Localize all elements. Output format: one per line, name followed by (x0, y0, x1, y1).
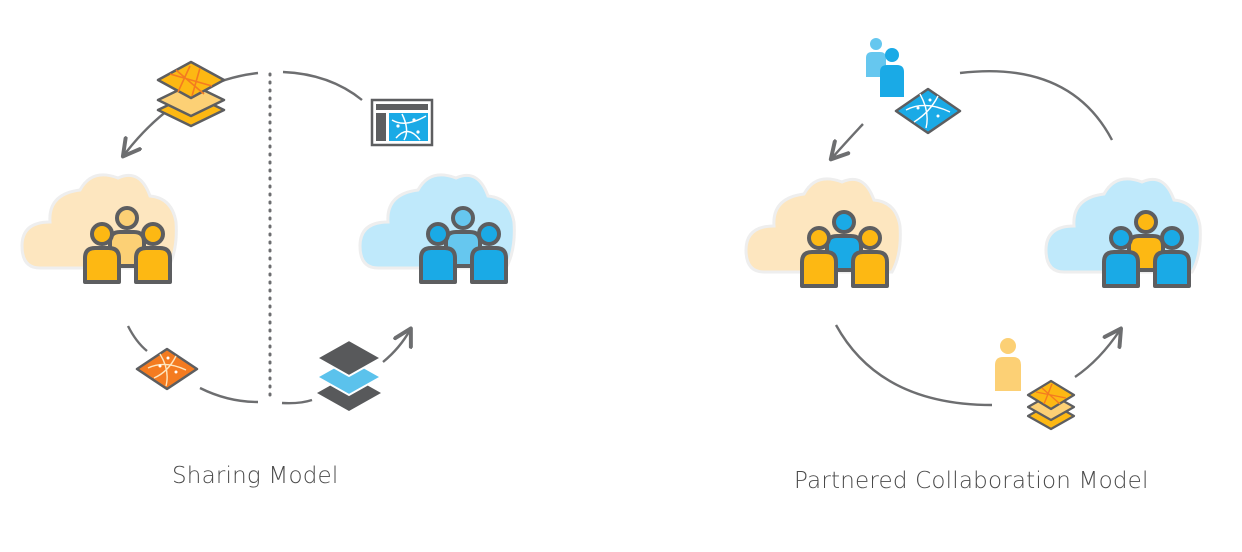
map-tile-icon (894, 87, 962, 135)
person-icon (995, 338, 1021, 391)
sharing-model-caption: Sharing Model (172, 463, 339, 489)
layer-stack-icon (314, 338, 384, 411)
sharing-model-diagram (20, 60, 516, 411)
arc-top-right (282, 70, 363, 101)
person-icon (866, 38, 886, 77)
partnered-collaboration-model-caption: Partnered Collaboration Model (794, 468, 1149, 494)
web-map-icon (370, 98, 434, 147)
layer-stack-icon (1026, 379, 1076, 431)
person-icon (880, 48, 904, 97)
map-tile-icon (135, 347, 199, 391)
layer-stack-icon (156, 60, 226, 128)
arc-bottom-left-1 (126, 325, 148, 352)
partnered-model-diagram (744, 38, 1202, 431)
arrow-bottom-right (281, 398, 313, 405)
arrow-top-left (832, 123, 864, 158)
arc-bottom-left-2 (199, 386, 259, 404)
arc-top (959, 69, 1114, 141)
arrow-up-right (382, 330, 410, 363)
arc-bottom (834, 324, 993, 407)
arrow-bottom-right (1074, 330, 1120, 378)
